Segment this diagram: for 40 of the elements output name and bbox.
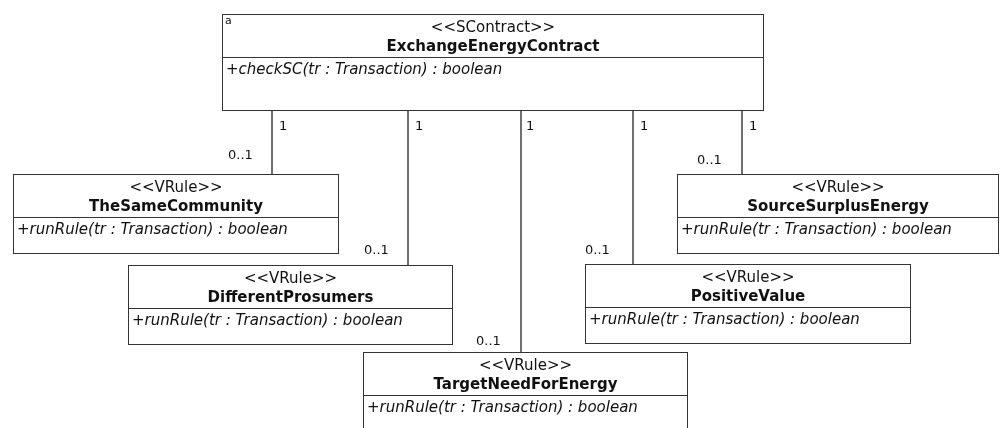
multiplicity-label: 0..1: [228, 147, 253, 162]
class-name: PositiveValue: [690, 287, 806, 305]
corner-mark: a: [225, 15, 232, 27]
multiplicity-label: 1: [640, 118, 649, 133]
multiplicity-label: 1: [749, 118, 758, 133]
multiplicity-label: 0..1: [476, 333, 501, 348]
association-line: [520, 110, 522, 353]
multiplicity-label: 0..1: [697, 152, 722, 167]
association-line: [407, 110, 409, 266]
class-name: TargetNeedForEnergy: [433, 375, 618, 393]
operation: +checkSC(tr : Transaction) : boolean: [226, 60, 503, 79]
class-box: [222, 14, 764, 111]
class-box: [677, 174, 999, 254]
class-box: [128, 265, 453, 345]
operation: +runRule(tr : Transaction) : boolean: [681, 220, 952, 239]
operation: +runRule(tr : Transaction) : boolean: [132, 311, 403, 330]
multiplicity-label: 1: [279, 118, 288, 133]
class-box: [585, 264, 911, 344]
operation: +runRule(tr : Transaction) : boolean: [589, 310, 860, 329]
multiplicity-label: 1: [415, 118, 424, 133]
association-line: [632, 110, 634, 265]
class-name: ExchangeEnergyContract: [386, 37, 600, 55]
operation: +runRule(tr : Transaction) : boolean: [367, 398, 638, 417]
stereotype: <<SContract>>: [430, 18, 556, 36]
class-name: DifferentProsumers: [207, 288, 374, 306]
stereotype: <<VRule>>: [701, 268, 795, 286]
operation: +runRule(tr : Transaction) : boolean: [17, 220, 288, 239]
class-name: SourceSurplusEnergy: [747, 197, 929, 215]
association-line: [271, 110, 273, 175]
multiplicity-label: 0..1: [364, 242, 389, 257]
class-name: TheSameCommunity: [89, 197, 263, 215]
class-box: [363, 352, 688, 428]
multiplicity-label: 0..1: [585, 242, 610, 257]
stereotype: <<VRule>>: [243, 269, 338, 287]
stereotype: <<VRule>>: [478, 356, 573, 374]
association-line: [741, 110, 743, 175]
class-box: [13, 174, 339, 254]
stereotype: <<VRule>>: [129, 178, 223, 196]
stereotype: <<VRule>>: [791, 178, 885, 196]
multiplicity-label: 1: [526, 118, 535, 133]
